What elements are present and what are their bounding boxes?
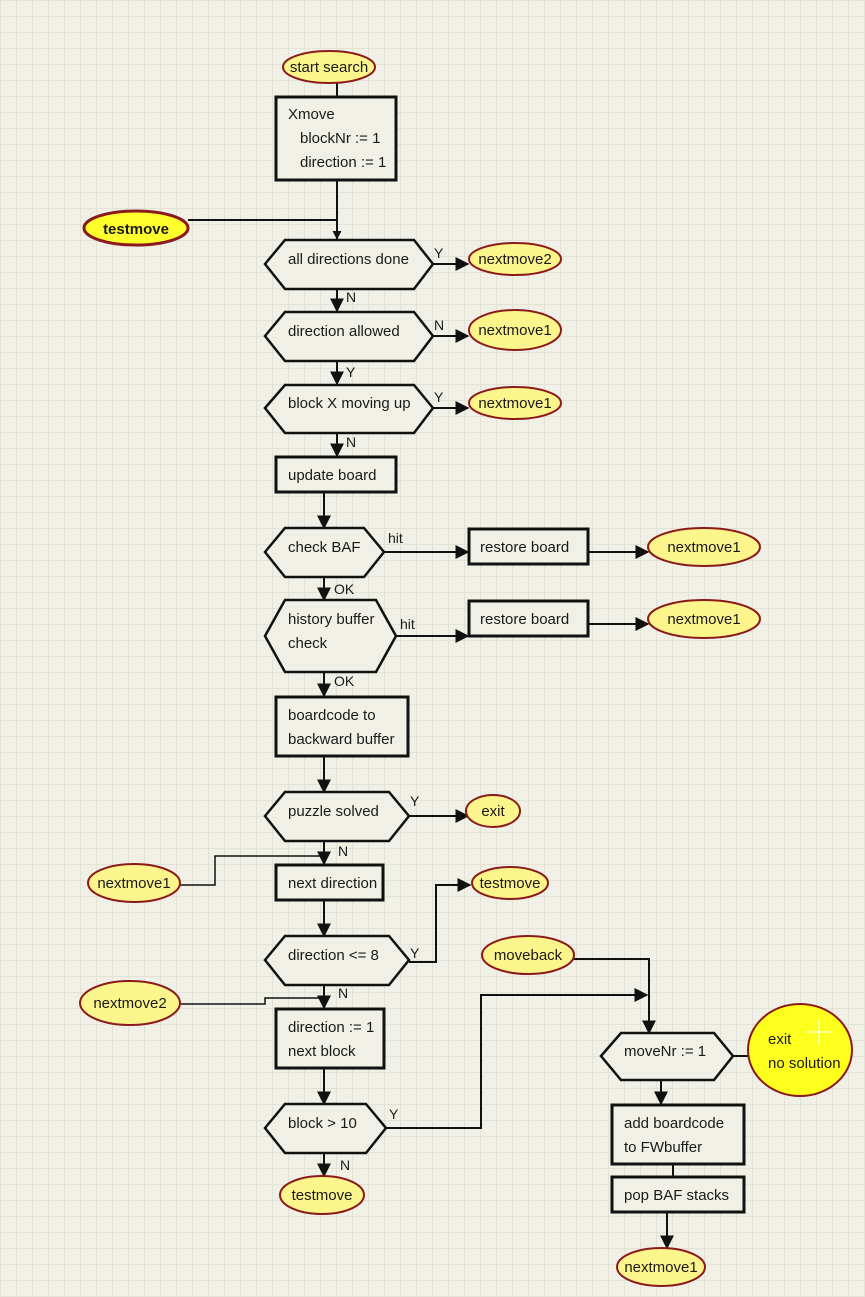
puzzle-solved-decision[interactable]: puzzle solved <box>263 790 411 843</box>
next-direction-label: next direction <box>288 875 377 892</box>
nextmove1-label: nextmove1 <box>624 1259 697 1276</box>
nextmove1-terminal[interactable]: nextmove1 <box>647 599 761 639</box>
label-solved-yes: Y <box>410 793 420 809</box>
exit-no-solution-line-2: no solution <box>768 1055 841 1072</box>
label-solved-no: N <box>338 843 348 859</box>
restore-board-label: restore board <box>480 611 569 628</box>
direction-allowed-label: direction allowed <box>288 323 400 340</box>
nextmove1-label: nextmove1 <box>667 611 740 628</box>
nextmove1-label: nextmove1 <box>97 875 170 892</box>
boardcode-backward-line-2: backward buffer <box>288 731 394 748</box>
edge-moveback-movenr <box>571 958 656 1035</box>
testmove-label: testmove <box>292 1187 353 1204</box>
direction-allowed-decision[interactable]: direction allowed <box>263 310 435 363</box>
label-baf-hit: hit <box>388 530 403 546</box>
testmove-entry-label: testmove <box>103 221 169 238</box>
xmove-process[interactable]: Xmove blockNr := 1 direction := 1 <box>274 95 398 182</box>
xmove-line-3: direction := 1 <box>300 154 386 171</box>
add-boardcode-fw-line-1: add boardcode <box>624 1115 724 1132</box>
nextmove2-label: nextmove2 <box>93 995 166 1012</box>
block-gt-10-decision[interactable]: block > 10 <box>263 1102 388 1155</box>
moveback-label: moveback <box>494 947 563 964</box>
block-gt-10-label: block > 10 <box>288 1115 357 1132</box>
edge-nextmove1-join <box>179 855 324 886</box>
nextmove2-terminal[interactable]: nextmove2 <box>468 242 562 276</box>
block-x-moving-up-label: block X moving up <box>288 395 411 412</box>
boardcode-backward-process[interactable]: boardcode to backward buffer <box>274 695 410 758</box>
restore-board-label: restore board <box>480 539 569 556</box>
edge-dir8-testmove <box>409 878 472 963</box>
nextmove1-terminal[interactable]: nextmove1 <box>468 309 562 351</box>
exit-no-solution-terminal[interactable]: exit no solution <box>747 1003 853 1097</box>
puzzle-solved-label: puzzle solved <box>288 803 379 820</box>
label-dir8-yes: Y <box>410 945 420 961</box>
edge-nextmove2-join <box>181 997 324 1005</box>
xmove-line-1: Xmove <box>288 106 335 123</box>
add-boardcode-fw-process[interactable]: add boardcode to FWbuffer <box>610 1103 746 1166</box>
label-block10-yes: Y <box>389 1106 399 1122</box>
testmove-entry-terminal[interactable]: testmove <box>82 209 190 247</box>
update-board-label: update board <box>288 467 376 484</box>
exit-terminal[interactable]: exit <box>465 794 521 828</box>
add-boardcode-fw-line-2: to FWbuffer <box>624 1139 702 1156</box>
xmove-line-2: blockNr := 1 <box>300 130 380 147</box>
check-baf-decision[interactable]: check BAF <box>263 526 386 579</box>
nextmove1-terminal[interactable]: nextmove1 <box>468 386 562 420</box>
history-buffer-check-line-2: check <box>288 635 328 652</box>
restore-board-process[interactable]: restore board <box>467 527 590 566</box>
movenr-label: moveNr := 1 <box>624 1043 706 1060</box>
testmove-terminal[interactable]: testmove <box>471 866 549 900</box>
boardcode-backward-line-1: boardcode to <box>288 707 376 724</box>
movenr-decision[interactable]: moveNr := 1 <box>599 1031 735 1082</box>
exit-label: exit <box>481 803 505 820</box>
restore-board-process[interactable]: restore board <box>467 599 590 638</box>
nextmove1-terminal[interactable]: nextmove1 <box>647 527 761 567</box>
start-search-terminal[interactable]: start search <box>282 50 376 84</box>
nextmove1-terminal[interactable]: nextmove1 <box>87 863 181 903</box>
next-direction-process[interactable]: next direction <box>274 863 385 902</box>
direction-reset-process[interactable]: direction := 1 next block <box>274 1007 386 1070</box>
label-block10-no: N <box>340 1157 350 1173</box>
edge-block10-join <box>386 988 649 1129</box>
testmove-label: testmove <box>480 875 541 892</box>
pop-baf-stacks-label: pop BAF stacks <box>624 1187 729 1204</box>
direction-le-8-label: direction <= 8 <box>288 947 379 964</box>
label-all-done-yes: Y <box>434 245 444 261</box>
testmove-terminal[interactable]: testmove <box>279 1175 365 1215</box>
nextmove1-label: nextmove1 <box>478 395 551 412</box>
label-all-done-no: N <box>346 289 356 305</box>
direction-le-8-decision[interactable]: direction <= 8 <box>263 934 411 987</box>
update-board-process[interactable]: update board <box>274 455 398 494</box>
pop-baf-stacks-process[interactable]: pop BAF stacks <box>610 1175 746 1214</box>
edge-labels: Y N N Y Y N hit OK hit OK Y N Y N Y N <box>334 245 444 1173</box>
moveback-terminal[interactable]: moveback <box>481 935 575 975</box>
label-dir8-no: N <box>338 985 348 1001</box>
block-x-moving-up-decision[interactable]: block X moving up <box>263 383 435 435</box>
connectors <box>179 82 770 1250</box>
start-search-label: start search <box>290 59 368 76</box>
label-moving-up-no: N <box>346 434 356 450</box>
label-baf-ok: OK <box>334 581 355 597</box>
direction-reset-line-1: direction := 1 <box>288 1019 374 1036</box>
nextmove1-label: nextmove1 <box>478 322 551 339</box>
all-directions-done-decision[interactable]: all directions done <box>263 238 435 291</box>
label-history-ok: OK <box>334 673 355 689</box>
label-allowed-yes: Y <box>346 364 356 380</box>
nextmove1-terminal[interactable]: nextmove1 <box>616 1247 706 1287</box>
history-buffer-check-line-1: history buffer <box>288 611 374 628</box>
exit-no-solution-line-1: exit <box>768 1031 792 1048</box>
history-buffer-check-decision[interactable]: history buffer check <box>263 598 398 674</box>
label-allowed-no: N <box>434 317 444 333</box>
label-history-hit: hit <box>400 616 415 632</box>
check-baf-label: check BAF <box>288 539 361 556</box>
direction-reset-line-2: next block <box>288 1043 356 1060</box>
nextmove2-label: nextmove2 <box>478 251 551 268</box>
all-directions-done-label: all directions done <box>288 251 409 268</box>
nextmove2-terminal[interactable]: nextmove2 <box>79 980 181 1026</box>
label-moving-up-yes: Y <box>434 389 444 405</box>
nextmove1-label: nextmove1 <box>667 539 740 556</box>
